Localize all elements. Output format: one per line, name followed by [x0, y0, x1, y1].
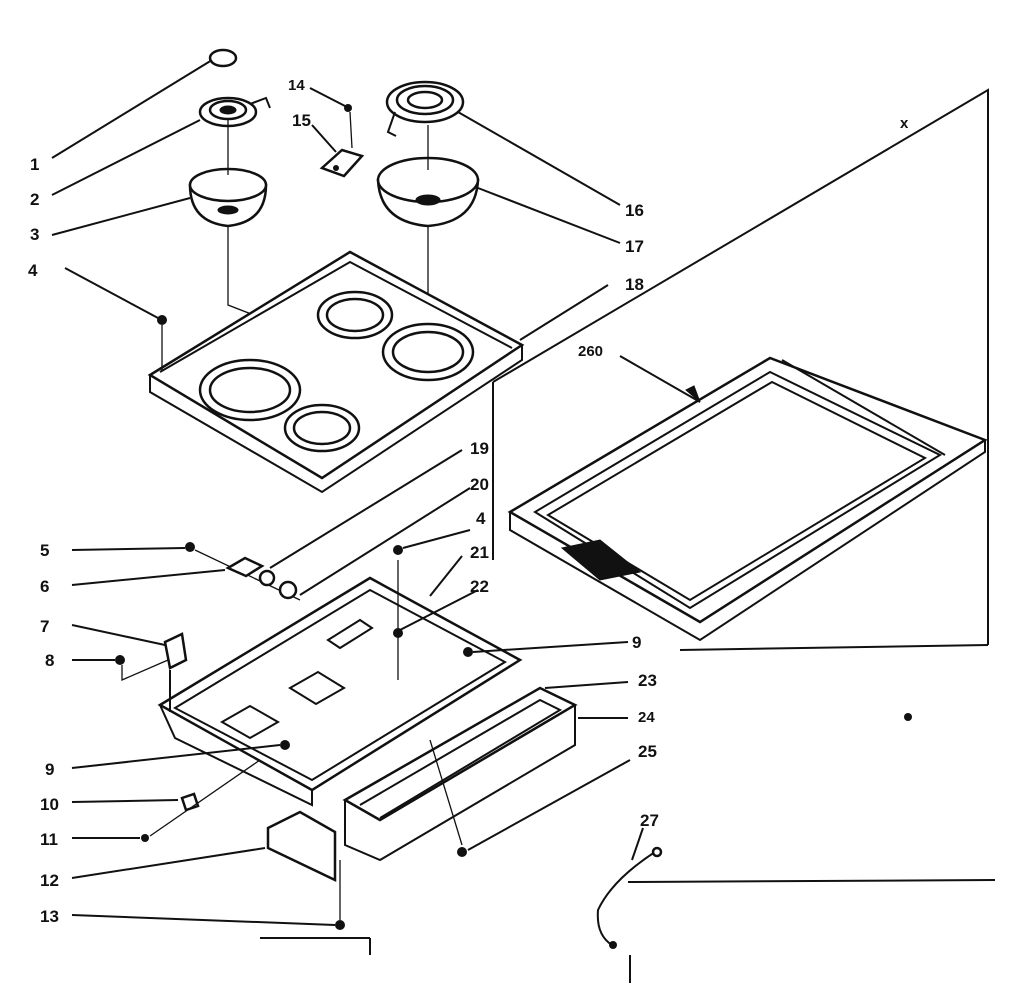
- part-3-small-drip-pan: [51, 120, 319, 420]
- part-18-cooktop: [64, 250, 609, 494]
- label-10: 10: [40, 795, 59, 814]
- label-x: x: [900, 115, 909, 132]
- label-2: 2: [30, 190, 39, 209]
- label-22: 22: [470, 577, 489, 596]
- label-16: 16: [625, 201, 644, 220]
- label-260: 260: [578, 343, 603, 360]
- part-27-wire: [596, 827, 996, 983]
- part-7-8-bracket: [71, 624, 188, 681]
- part-260-panel: [507, 355, 988, 642]
- label-24: 24: [638, 709, 655, 726]
- part-14-15-terminal: [309, 87, 365, 178]
- label-21: 21: [470, 543, 489, 562]
- label-9: 9: [45, 760, 54, 779]
- part-1-knob: [51, 48, 238, 159]
- label-20: 20: [470, 475, 489, 494]
- callout-labels: 1 2 3 4 5 6 7 8 9 10 11 12 13 14 15 16 1…: [28, 77, 909, 926]
- cooktop-box: [157, 529, 629, 807]
- label-27: 27: [640, 811, 659, 830]
- stray-dot: [904, 713, 912, 721]
- label-7: 7: [40, 617, 49, 636]
- label-25: 25: [638, 742, 657, 761]
- label-19: 19: [470, 439, 489, 458]
- label-6: 6: [40, 577, 49, 596]
- label-3: 3: [30, 225, 39, 244]
- part-23-24-rail: [342, 681, 629, 862]
- label-9-right: 9: [632, 633, 641, 652]
- label-5: 5: [40, 541, 49, 560]
- label-18: 18: [625, 275, 644, 294]
- label-11: 11: [40, 830, 58, 849]
- label-23: 23: [638, 671, 657, 690]
- label-4: 4: [28, 261, 38, 280]
- label-8: 8: [45, 651, 54, 670]
- label-1: 1: [30, 155, 39, 174]
- part-17-large-drip-pan: [376, 125, 621, 375]
- label-13: 13: [40, 907, 59, 926]
- leader-19-20: [269, 449, 471, 596]
- label-12: 12: [40, 871, 59, 890]
- label-4-lower: 4: [476, 509, 486, 528]
- frame-lines: [492, 88, 989, 651]
- part-5-6-block: [71, 542, 301, 601]
- lower-small-parts: [71, 744, 371, 955]
- label-17: 17: [625, 237, 644, 256]
- label-14: 14: [288, 77, 305, 94]
- part-2-small-element: [51, 96, 271, 196]
- label-15: 15: [292, 111, 311, 130]
- part-16-large-element: [385, 80, 621, 206]
- part-25-screw: [429, 739, 631, 857]
